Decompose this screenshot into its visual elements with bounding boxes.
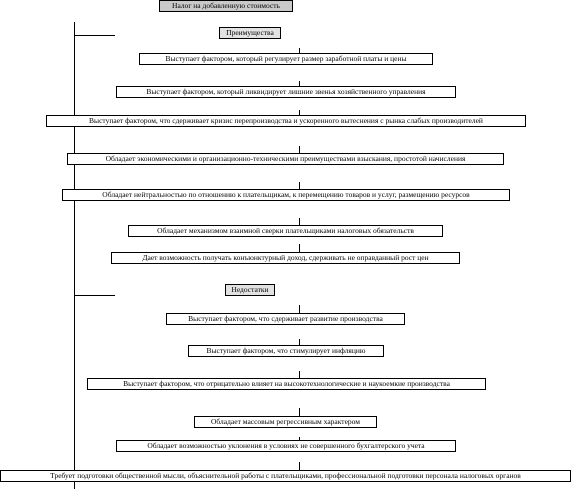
advantage-item-1: Выступает фактором, который регулирует р…	[139, 53, 433, 65]
diagram-title: Налог на добавленную стоимость	[159, 0, 293, 12]
disadvantage-item-3: Выступает фактором, что отрицательно вли…	[87, 378, 486, 390]
advantage-item-6: Обладает механизмом взаимной сверки плат…	[128, 225, 443, 237]
disadvantages-header: Недостатки	[225, 284, 275, 296]
advantage-item-3: Выступает фактором, что сдерживает кризи…	[46, 115, 526, 127]
advantage-item-7: Дает возможность получать конъюнктурный …	[111, 252, 460, 264]
advantage-item-2: Выступает фактором, который ликвидирует …	[116, 86, 456, 98]
disadvantage-item-4: Обладает массовым регрессивным характеро…	[194, 416, 377, 428]
advantage-item-4: Обладает экономическими и организационно…	[67, 153, 504, 165]
advantage-item-5: Обладает нейтральностью по отношению к п…	[62, 189, 510, 201]
advantages-header: Преимущества	[219, 27, 281, 39]
disadvantage-item-6: Требует подготовки общественной мысли, о…	[0, 470, 571, 482]
disadvantage-item-5: Обладает возможностью уклонения в услови…	[116, 440, 456, 452]
disadvantage-item-2: Выступает фактором, что стимулирует инфл…	[188, 345, 384, 357]
disadvantage-item-1: Выступает фактором, что сдерживает разви…	[166, 313, 405, 325]
